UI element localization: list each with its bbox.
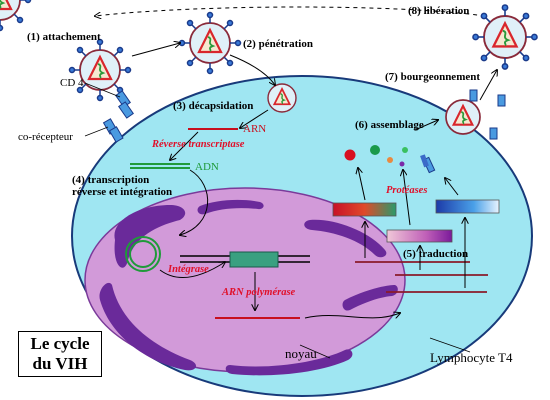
step-5-label: (5) traduction <box>403 248 468 260</box>
step-1-label: (1) attachement <box>27 31 101 43</box>
co-receptor <box>102 118 124 143</box>
reverse-transcriptase-label: Réverse transcriptase <box>151 139 245 150</box>
step-8-label: (8) libération <box>408 5 469 17</box>
virus-2 <box>178 11 242 75</box>
virus-released <box>471 3 539 71</box>
virus-entering <box>267 83 297 113</box>
polyprotein-3 <box>435 199 500 214</box>
arn-polymerase-label: ARN polymérase <box>221 287 296 298</box>
polyprotein-1 <box>332 202 397 217</box>
nucleus-label: noyau <box>285 346 317 361</box>
virus-budding <box>445 99 481 135</box>
chromatin <box>99 199 398 376</box>
arn-label: ARN <box>243 123 266 135</box>
title-line-1: Le cycle <box>30 334 90 353</box>
step-7-label: (7) bourgeonnement <box>385 71 480 83</box>
step-4-label-line2: réverse et intégration <box>72 186 172 198</box>
cd4-receptor <box>115 90 134 119</box>
proteases-label: Protéases <box>386 185 427 196</box>
title-line-2: du VIH <box>32 354 88 373</box>
co-receptor-label: co-récepteur <box>18 131 73 143</box>
step-2-label: (2) pénétration <box>243 38 313 50</box>
cd4-label: CD 4 <box>60 77 84 89</box>
integrated-provirus <box>229 251 279 268</box>
virus-particle <box>0 0 32 32</box>
adn-label: ADN <box>195 161 219 173</box>
polyprotein-2 <box>386 229 453 243</box>
lymphocyte-label: Lymphocyte T4 <box>430 350 513 365</box>
step-3-label: (3) décapsidation <box>173 100 253 112</box>
step-6-label: (6) assemblage <box>355 119 424 131</box>
step-4-label-line1: (4) transcription <box>72 174 149 186</box>
liberation-arrow <box>95 6 486 16</box>
diagram-title: Le cycle du VIH <box>18 331 102 377</box>
assembly-components <box>344 145 429 168</box>
integrase-label: Intégrase <box>167 264 209 275</box>
circular-dna <box>125 236 161 272</box>
